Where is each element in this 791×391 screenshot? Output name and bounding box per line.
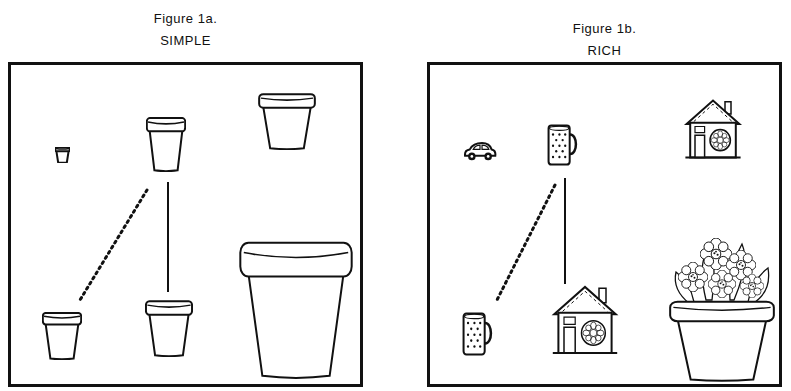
potted-plant xyxy=(670,238,774,381)
mug xyxy=(549,125,576,164)
figure-number: Figure 1b. xyxy=(427,20,782,37)
dotted-line xyxy=(497,185,555,300)
rich-objects xyxy=(464,100,774,380)
flower-pot xyxy=(43,313,81,359)
flower-pot xyxy=(55,147,69,162)
flower-pot xyxy=(146,301,192,356)
panel-heading: Figure 1a. SIMPLE xyxy=(8,6,363,49)
flower-pot xyxy=(259,94,315,149)
figure-panel: Figure 1b. RICH xyxy=(427,18,782,387)
toy-house xyxy=(553,287,617,353)
dotted-line xyxy=(80,190,147,300)
panel-title: RICH xyxy=(427,42,782,59)
toy-car xyxy=(465,143,495,160)
toy-house xyxy=(685,100,740,157)
simple-objects xyxy=(43,94,352,378)
similarity-lines xyxy=(80,182,168,300)
flower-pot xyxy=(147,118,185,171)
mug xyxy=(464,313,491,354)
panel-heading: Figure 1b. RICH xyxy=(427,18,782,59)
solid-line xyxy=(564,178,566,284)
flower-pot xyxy=(240,243,351,378)
figure-number: Figure 1a. xyxy=(8,10,363,27)
figure-panel: Figure 1a. SIMPLE xyxy=(8,6,363,387)
panel-title: SIMPLE xyxy=(8,32,363,49)
panel-frame xyxy=(8,62,363,387)
solid-line xyxy=(167,182,169,292)
panel-frame xyxy=(427,62,782,387)
similarity-lines xyxy=(497,178,565,300)
